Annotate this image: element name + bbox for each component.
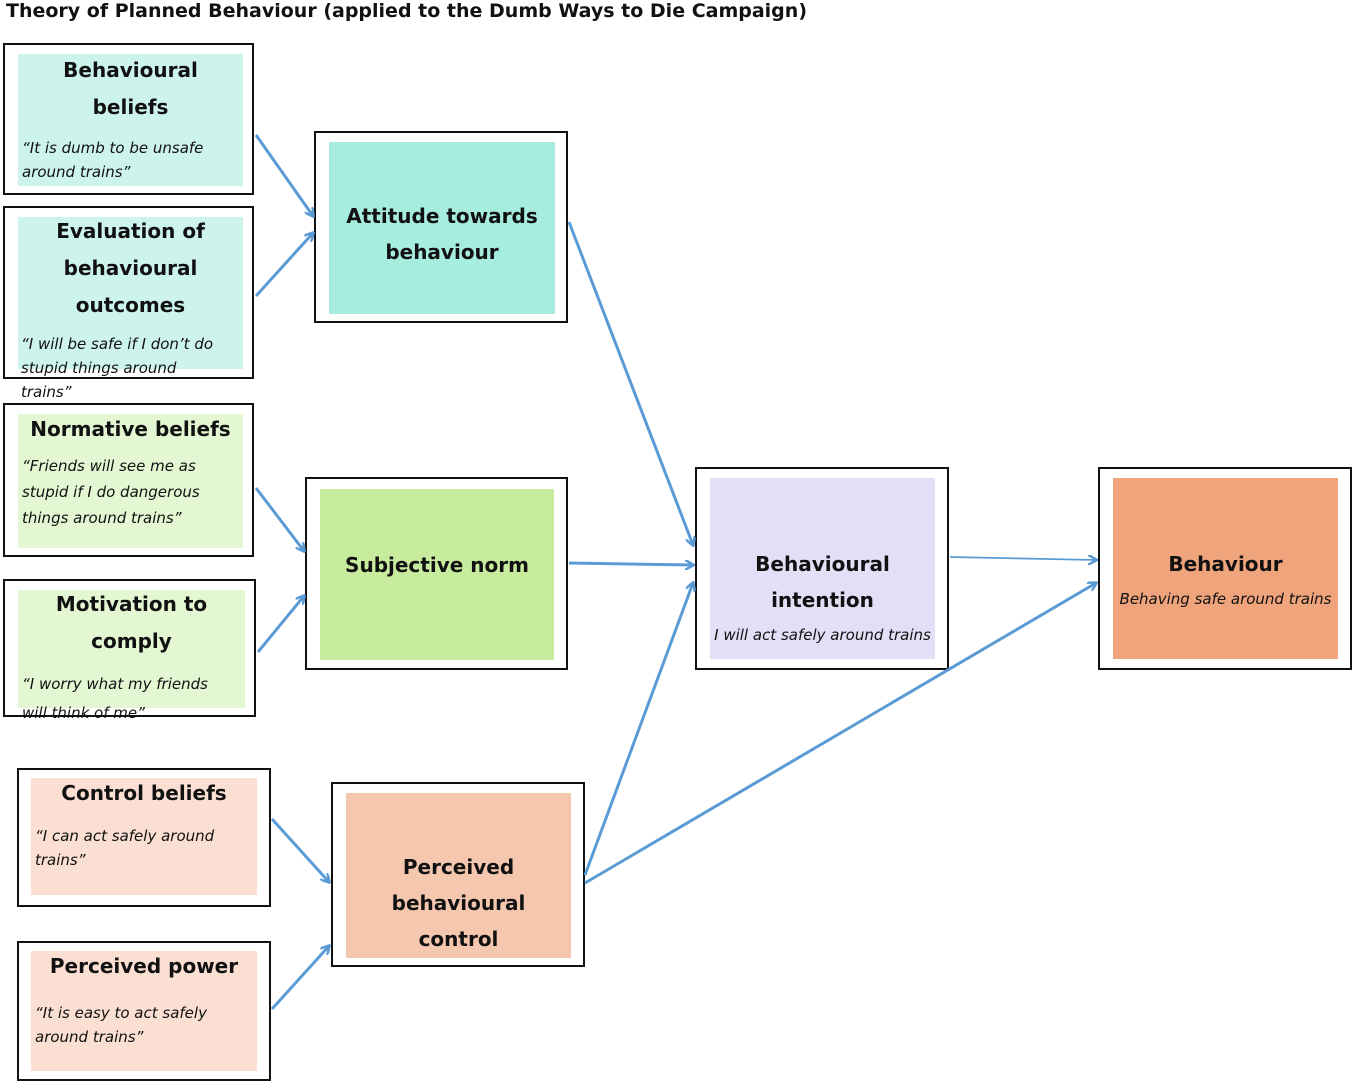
behavioural-beliefs-box: Behavioural beliefs “It is dumb to be un… bbox=[3, 43, 254, 195]
normative-beliefs-box: Normative beliefs “Friends will see me a… bbox=[3, 403, 254, 557]
arrow-normative-to-norm bbox=[254, 487, 304, 551]
evaluation-fill: Evaluation of behavioural outcomes “I wi… bbox=[18, 217, 243, 401]
behavioural-beliefs-quote: “It is dumb to be unsafe around trains” bbox=[22, 139, 204, 181]
arrow-pbc-to-intention bbox=[583, 583, 693, 876]
arrow-pbc-to-behaviour bbox=[584, 583, 1096, 885]
subjective-norm-box: Subjective norm bbox=[305, 477, 568, 670]
pbc-label-line2: control bbox=[418, 927, 499, 951]
behavioural-beliefs-fill: Behavioural beliefs “It is dumb to be un… bbox=[18, 54, 243, 186]
motivation-quote: “I worry what my friends will think of m… bbox=[22, 675, 208, 722]
behaviour-subtext: Behaving safe around trains bbox=[1119, 590, 1332, 608]
arrow-beliefs-to-attitude bbox=[254, 134, 313, 216]
motivation-fill: Motivation to comply “I worry what my fr… bbox=[18, 590, 245, 722]
behavioural-beliefs-heading: Behavioural beliefs bbox=[63, 58, 198, 119]
arrow-norm-to-intention bbox=[568, 563, 693, 565]
normative-beliefs-quote: “Friends will see me as stupid if I do d… bbox=[22, 457, 200, 527]
intention-fill: Behavioural intention I will act safely … bbox=[710, 478, 935, 659]
motivation-box: Motivation to comply “I worry what my fr… bbox=[3, 579, 256, 722]
behaviour-fill: Behaviour Behaving safe around trains bbox=[1113, 478, 1338, 659]
normative-beliefs-fill: Normative beliefs “Friends will see me a… bbox=[18, 414, 243, 548]
intention-box: Behavioural intention I will act safely … bbox=[695, 467, 949, 670]
arrow-intention-to-behaviour bbox=[949, 557, 1096, 560]
evaluation-heading-line2: behavioural outcomes bbox=[63, 256, 198, 317]
perceived-power-fill: Perceived power “It is easy to act safel… bbox=[31, 951, 257, 1071]
arrow-motivation-to-norm bbox=[256, 596, 304, 653]
perceived-power-heading: Perceived power bbox=[49, 954, 239, 978]
perceived-power-box: Perceived power “It is easy to act safel… bbox=[17, 941, 271, 1081]
arrow-evaluation-to-attitude bbox=[254, 233, 313, 298]
pbc-label-line1: Perceived behavioural bbox=[391, 855, 526, 915]
diagram-title: Theory of Planned Behaviour (applied to … bbox=[6, 0, 807, 22]
attitude-fill: Attitude towards behaviour bbox=[329, 142, 555, 314]
attitude-label-line2: behaviour bbox=[385, 240, 499, 264]
normative-beliefs-heading: Normative beliefs bbox=[30, 417, 231, 441]
arrow-power-to-pbc bbox=[270, 946, 329, 1011]
subjective-norm-label: Subjective norm bbox=[345, 553, 529, 577]
intention-subtext: I will act safely around trains bbox=[714, 626, 931, 644]
control-beliefs-box: Control beliefs “I can act safely around… bbox=[17, 768, 271, 907]
evaluation-heading-line1: Evaluation of bbox=[56, 219, 205, 243]
attitude-label-line1: Attitude towards bbox=[346, 204, 538, 228]
motivation-heading: Motivation to comply bbox=[55, 592, 208, 653]
subjective-norm-fill: Subjective norm bbox=[320, 489, 554, 660]
attitude-box: Attitude towards behaviour bbox=[314, 131, 568, 323]
pbc-fill: Perceived behavioural control bbox=[346, 793, 571, 958]
control-beliefs-quote: “I can act safely around trains” bbox=[35, 827, 215, 869]
control-beliefs-fill: Control beliefs “I can act safely around… bbox=[31, 778, 257, 895]
evaluation-quote: “I will be safe if I don’t do stupid thi… bbox=[21, 335, 214, 401]
perceived-power-quote: “It is easy to act safely around trains” bbox=[35, 1004, 207, 1046]
intention-heading: Behavioural intention bbox=[755, 552, 890, 612]
arrow-control-beliefs-to-pbc bbox=[270, 817, 329, 882]
behaviour-box: Behaviour Behaving safe around trains bbox=[1098, 467, 1352, 670]
control-beliefs-heading: Control beliefs bbox=[61, 781, 227, 805]
pbc-box: Perceived behavioural control bbox=[331, 782, 585, 967]
evaluation-box: Evaluation of behavioural outcomes “I wi… bbox=[3, 206, 254, 401]
behaviour-heading: Behaviour bbox=[1168, 552, 1283, 576]
arrow-attitude-to-intention bbox=[567, 221, 693, 545]
